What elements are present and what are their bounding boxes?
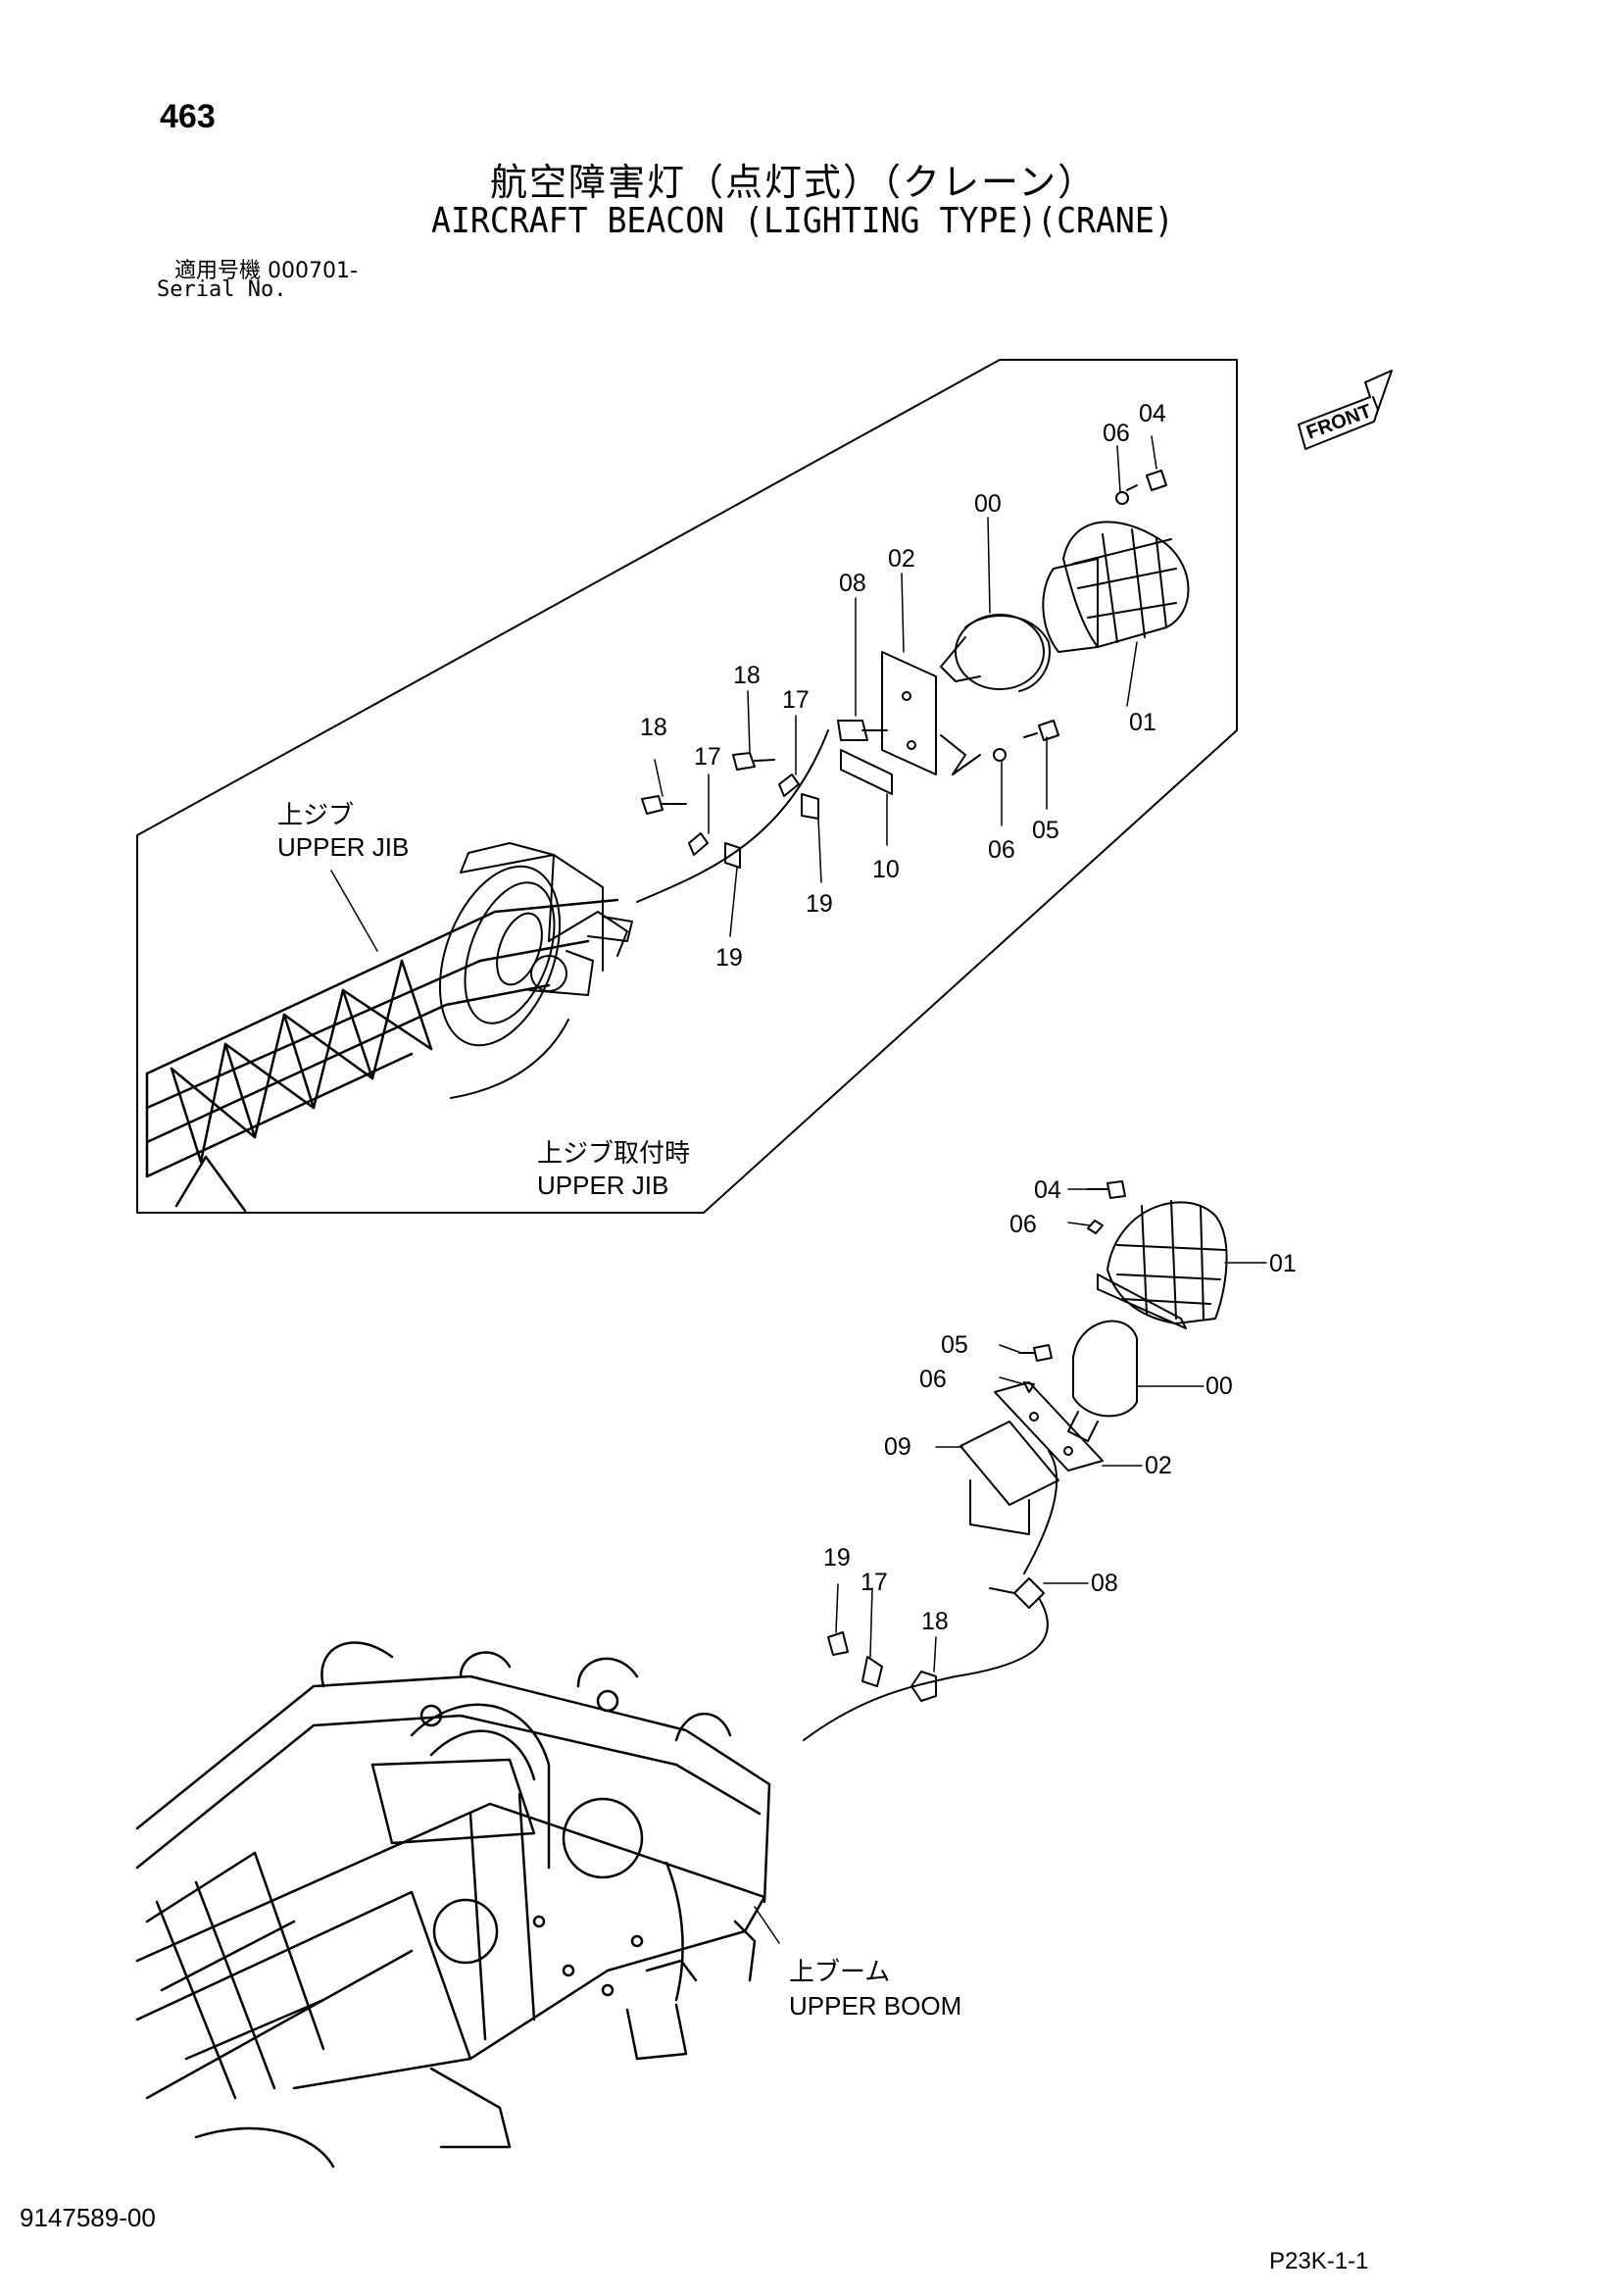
serial-japanese: 適用号機 000701- [174,259,358,283]
main-leader-lines [754,1188,1267,1944]
callout-main-18: 18 [921,1608,949,1635]
callout-main-04: 04 [1034,1176,1061,1204]
callout-inset-18b: 18 [640,714,667,741]
front-arrow-label: FRONT [1303,400,1374,443]
callout-main-09: 09 [884,1433,911,1461]
callout-main-05: 05 [941,1331,968,1359]
callout-main-06b: 06 [919,1366,947,1393]
title-japanese: 航空障害灯（点灯式）（クレーン） [490,161,1098,204]
page-reference: P23K-1-1 [1269,2248,1369,2274]
inset-leader-lines [330,435,1157,952]
main-bolts [827,1180,1126,1702]
callout-inset-10: 10 [872,856,900,883]
callout-inset-02: 02 [888,545,915,573]
upper-boom-structure [135,1641,771,2169]
inset-caption-en: UPPER JIB [537,1171,668,1200]
callout-main-02: 02 [1145,1452,1172,1479]
inset-caption-ja: 上ジブ取付時 [537,1138,690,1168]
document-number: 9147589-00 [20,2203,156,2232]
main-location-en: UPPER BOOM [789,1991,961,2021]
callout-main-06: 06 [1009,1211,1037,1238]
jib-sheave [438,842,633,1099]
callout-inset-06: 06 [1103,420,1130,447]
callout-inset-19a: 19 [806,890,833,918]
callout-main-01: 01 [1269,1250,1297,1277]
callout-inset-17a: 17 [782,686,810,714]
callout-inset-06b: 06 [988,836,1015,864]
main-plate [959,1381,1104,1535]
inset-bolts [641,470,1167,869]
front-arrow-icon: FRONT [1298,370,1393,450]
callout-main-08: 08 [1091,1570,1118,1597]
main-lamp-globe [1067,1320,1138,1442]
callout-inset-18a: 18 [733,662,761,689]
callout-inset-08: 08 [839,570,866,597]
page-number: 463 [160,98,216,135]
callout-inset-05: 05 [1032,817,1059,844]
inset-location-ja: 上ジブ [277,800,354,829]
callout-inset-04: 04 [1139,400,1166,427]
inset-lamp-globe [940,614,1051,692]
callout-main-00: 00 [1205,1373,1233,1400]
inset-location-en: UPPER JIB [277,832,409,862]
main-location-ja: 上ブーム [789,1957,890,1986]
serial-english: Serial No. [157,277,287,302]
callout-main-19: 19 [823,1544,851,1572]
inset-connector [636,720,888,903]
main-cable [803,1450,1058,1741]
inset-frame [136,359,1238,1214]
callout-main-17: 17 [861,1569,888,1596]
callout-inset-01: 01 [1129,709,1156,736]
main-cage-guard [1097,1200,1228,1329]
inset-cage-guard [1042,521,1190,653]
callout-inset-00: 00 [974,490,1002,518]
callout-inset-17b: 17 [694,743,721,771]
inset-plate [840,651,981,795]
title-english: AIRCRAFT BEACON (LIGHTING TYPE)(CRANE) [431,201,1174,241]
callout-inset-19b: 19 [715,944,743,972]
